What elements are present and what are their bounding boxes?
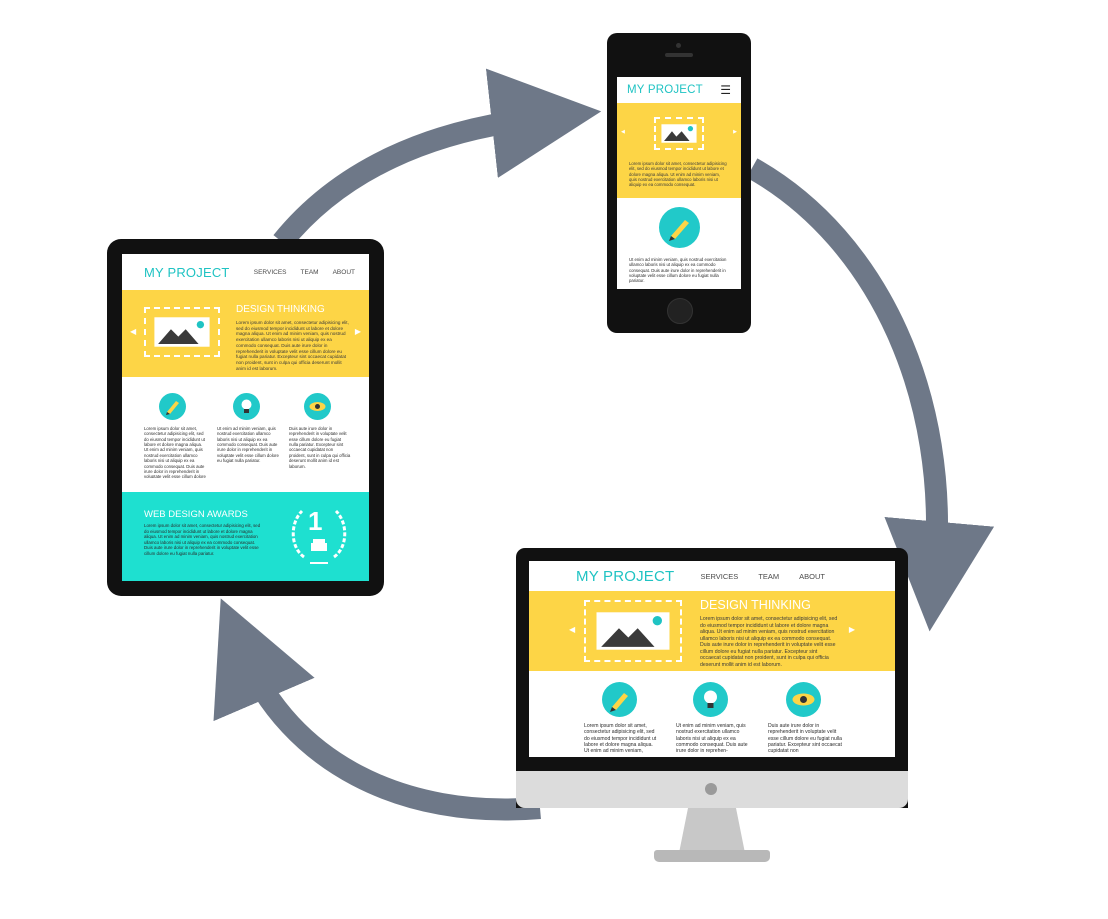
desktop-power-indicator	[705, 783, 717, 795]
phone-hero: ◀ ▶ Lorem ipsum dolor sit amet, consecte…	[617, 103, 741, 198]
desktop-col1-text: Lorem ipsum dolor sit amet, consectetur …	[584, 723, 657, 755]
desktop-chin	[516, 771, 908, 808]
tablet-nav: MY PROJECT SERVICES TEAM ABOUT	[122, 254, 369, 290]
phone-image-icon	[654, 117, 704, 150]
tablet-device: MY PROJECT SERVICES TEAM ABOUT ◀ ▶ DESIG…	[107, 239, 384, 596]
desktop-hero: ◀ ▶ DESIGN THINKING Lorem ipsum dolor si…	[529, 591, 895, 671]
phone-pencil-icon	[659, 207, 700, 248]
tablet-image-icon	[144, 307, 220, 357]
tablet-awards-section: WEB DESIGN AWARDS Lorem ipsum dolor sit …	[122, 492, 369, 581]
desktop-hero-text: Lorem ipsum dolor sit amet, consectetur …	[700, 616, 838, 666]
desktop-nav: MY PROJECT SERVICES TEAM ABOUT	[529, 561, 895, 591]
desktop-hero-next-icon[interactable]: ▶	[848, 625, 855, 634]
tablet-logo: MY PROJECT	[144, 264, 230, 280]
tablet-hero-title: DESIGN THINKING	[236, 304, 325, 315]
phone-hero-prev-icon[interactable]: ◀	[621, 129, 625, 135]
desktop-nav-about[interactable]: ABOUT	[799, 571, 825, 581]
desktop-pencil-icon	[602, 682, 637, 717]
arrow-phone-to-desktop	[746, 158, 995, 632]
desktop-base	[654, 850, 770, 862]
tablet-hero: ◀ ▶ DESIGN THINKING Lorem ipsum dolor si…	[122, 290, 369, 377]
tablet-nav-team[interactable]: TEAM	[300, 268, 319, 276]
tablet-menu: SERVICES TEAM ABOUT	[254, 269, 355, 276]
desktop-nav-team[interactable]: TEAM	[758, 571, 780, 581]
tablet-col3-text: Duis aute irure dolor in reprehenderit i…	[289, 426, 351, 469]
tablet-lightbulb-icon	[233, 393, 260, 420]
desktop-hero-title: DESIGN THINKING	[700, 598, 811, 612]
tablet-nav-services[interactable]: SERVICES	[253, 268, 287, 276]
tablet-col1-text: Lorem ipsum dolor sit amet, consectetur …	[144, 426, 206, 478]
tablet-hero-prev-icon[interactable]: ◀	[130, 327, 137, 336]
phone-screen: MY PROJECT ☰ ◀ ▶ Lorem ipsum dolor sit a…	[617, 77, 741, 289]
hamburger-menu-icon[interactable]: ☰	[720, 83, 731, 97]
tablet-award-number: 1	[308, 506, 323, 536]
tablet-screen: MY PROJECT SERVICES TEAM ABOUT ◀ ▶ DESIG…	[122, 254, 369, 581]
desktop-screen: MY PROJECT SERVICES TEAM ABOUT ◀ ▶ DESIG…	[529, 561, 895, 757]
tablet-col2-text: Ut enim ad minim veniam, quis nostrud ex…	[217, 426, 279, 464]
phone-device: MY PROJECT ☰ ◀ ▶ Lorem ipsum dolor sit a…	[607, 33, 751, 333]
desktop-hero-prev-icon[interactable]: ◀	[569, 625, 576, 634]
phone-hero-text: Lorem ipsum dolor sit amet, consectetur …	[629, 161, 727, 188]
phone-camera	[676, 43, 681, 48]
tablet-pencil-icon	[159, 393, 186, 420]
desktop-stand	[678, 808, 746, 856]
desktop-monitor: MY PROJECT SERVICES TEAM ABOUT ◀ ▶ DESIG…	[516, 548, 908, 808]
phone-logo: MY PROJECT	[627, 84, 703, 96]
desktop-image-icon	[584, 600, 682, 662]
laurel-award-icon	[291, 509, 347, 564]
arrow-desktop-to-tablet	[213, 598, 541, 821]
desktop-nav-services[interactable]: SERVICES	[700, 571, 739, 581]
desktop-col3-text: Duis aute irure dolor in reprehenderit i…	[768, 723, 842, 755]
desktop-logo: MY PROJECT	[576, 567, 675, 585]
tablet-eye-icon	[304, 393, 331, 420]
tablet-hero-next-icon[interactable]: ▶	[354, 327, 361, 336]
tablet-nav-about[interactable]: ABOUT	[332, 268, 355, 276]
phone-nav: MY PROJECT ☰	[617, 77, 741, 103]
phone-hero-next-icon[interactable]: ▶	[733, 129, 737, 135]
phone-body-text: Ut enim ad minim veniam, quis nostrud ex…	[629, 257, 727, 284]
desktop-lightbulb-icon	[693, 682, 728, 717]
desktop-col2-text: Ut enim ad minim veniam, quis nostrud ex…	[676, 723, 748, 755]
desktop-eye-icon	[786, 682, 821, 717]
tablet-awards-text: Lorem ipsum dolor sit amet, consectetur …	[144, 523, 261, 556]
tablet-awards-title: WEB DESIGN AWARDS	[144, 509, 248, 520]
tablet-hero-text: Lorem ipsum dolor sit amet, consectetur …	[236, 320, 349, 370]
phone-speaker	[665, 53, 693, 57]
phone-home-button[interactable]	[667, 298, 693, 324]
desktop-menu: SERVICES TEAM ABOUT	[701, 572, 825, 581]
arrow-tablet-to-phone	[273, 68, 602, 249]
